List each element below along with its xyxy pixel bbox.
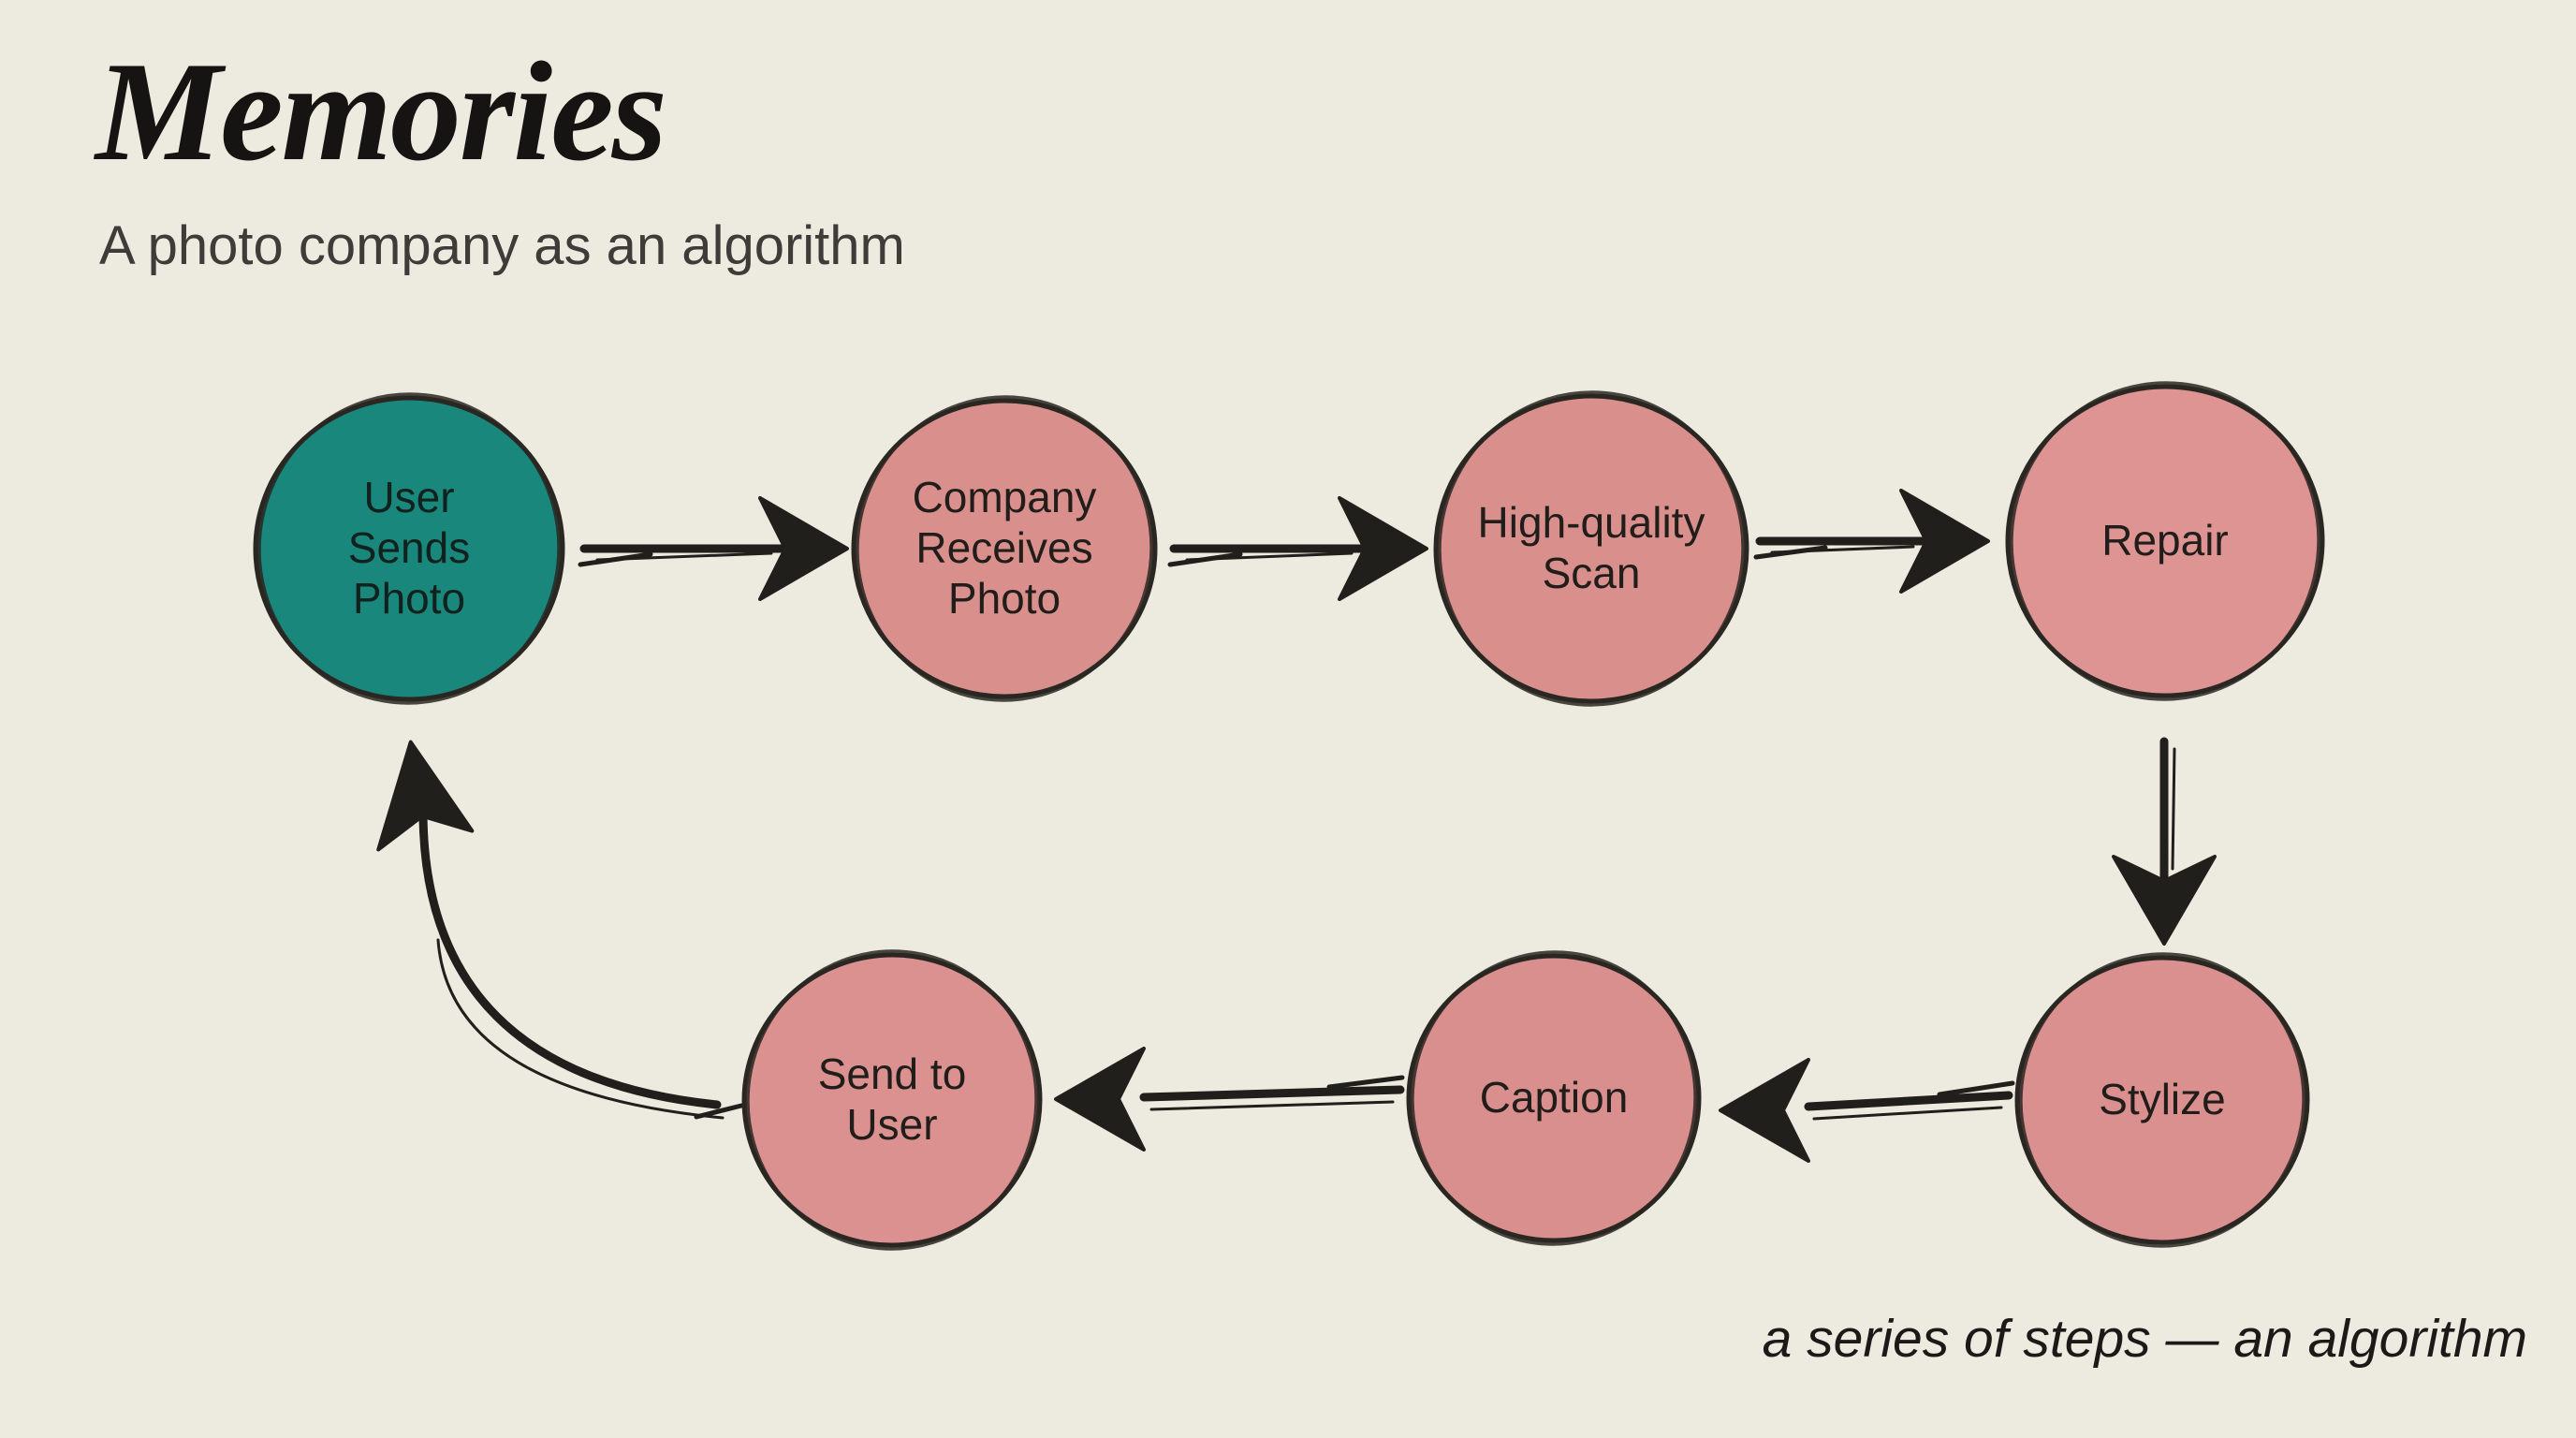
- node-circle: [2005, 384, 2325, 698]
- footnote: a series of steps — an algorithm: [1762, 1309, 2527, 1369]
- arrow-scan-to-repair: [1753, 489, 1990, 594]
- node-circle-outline: [257, 392, 561, 705]
- arrow-user-to-company: [578, 496, 849, 601]
- node-circle-outline: [2010, 381, 2320, 701]
- node-company-receives-photo: [851, 395, 1158, 702]
- node-send-to-user: [741, 949, 1043, 1251]
- node-circle: [2014, 955, 2310, 1245]
- node-circle-outline: [2019, 952, 2305, 1248]
- arrow-repair-to-stylize: [2112, 737, 2217, 946]
- node-repair: [2005, 381, 2325, 701]
- arrow-send-to-user-loop: [376, 740, 744, 1120]
- node-high-quality-scan: [1433, 390, 1749, 707]
- arrow-stylize-to-caption: [1719, 1058, 2015, 1163]
- node-circle-outline: [1438, 390, 1745, 707]
- node-circle-outline: [746, 949, 1038, 1251]
- node-circle: [1406, 953, 1702, 1243]
- node-circle: [851, 398, 1158, 699]
- page-subtitle: A photo company as an algorithm: [99, 215, 905, 276]
- node-circle: [741, 952, 1043, 1248]
- page-title: Memories: [95, 33, 667, 190]
- node-stylize: [2014, 952, 2310, 1248]
- node-circle: [253, 395, 565, 702]
- node-caption: [1406, 950, 1702, 1246]
- arrow-company-to-scan: [1167, 496, 1428, 601]
- arrow-caption-to-send: [1054, 1047, 1405, 1152]
- node-user-sends-photo: [253, 392, 565, 705]
- node-circle-outline: [1411, 950, 1697, 1246]
- node-circle: [1433, 393, 1749, 704]
- node-circle-outline: [856, 395, 1153, 702]
